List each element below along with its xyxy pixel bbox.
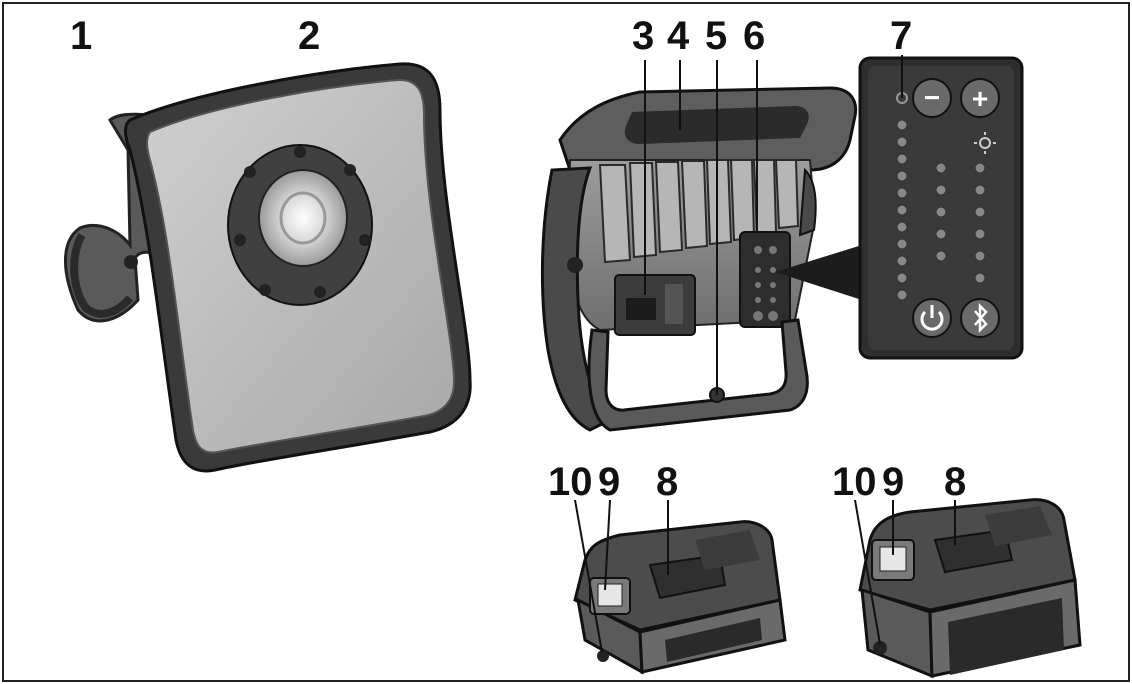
minus-button[interactable]: [912, 78, 952, 118]
callout-8-small: 8: [656, 460, 679, 504]
callout-9-small: 9: [598, 460, 621, 504]
power-icon: [920, 305, 944, 331]
callout-9-large: 9: [882, 460, 905, 504]
callout-3: 3: [632, 14, 655, 58]
callout-7: 7: [890, 14, 913, 58]
lens: [258, 169, 348, 267]
bottom-stand: [587, 318, 809, 432]
plus-button[interactable]: [960, 78, 1000, 118]
callout-8-large: 8: [944, 460, 967, 504]
battery-pack-large: [854, 498, 1082, 679]
callout-10-large: 10: [832, 460, 877, 504]
led-column-right: [974, 162, 986, 284]
callout-4: 4: [667, 14, 690, 58]
control-panel-detail: − +: [858, 55, 1024, 360]
led-column-middle: [935, 162, 947, 262]
minus-icon: −: [924, 82, 940, 113]
work-light-front: [64, 62, 472, 473]
callout-10-small: 10: [548, 460, 593, 504]
battery-pack-small: [573, 499, 787, 675]
plus-icon: +: [972, 83, 988, 114]
callout-2: 2: [298, 14, 321, 58]
rear-control-panel: [739, 231, 791, 328]
cooling-fins: [598, 159, 800, 264]
zoom-wedge: [775, 245, 862, 300]
bluetooth-icon: [974, 302, 988, 334]
callout-1: 1: [70, 14, 93, 58]
work-light-rear: [540, 60, 862, 432]
callout-5: 5: [705, 14, 728, 58]
callout-6: 6: [743, 14, 766, 58]
brightness-icon: [974, 132, 996, 154]
led-column-left: [896, 119, 908, 301]
